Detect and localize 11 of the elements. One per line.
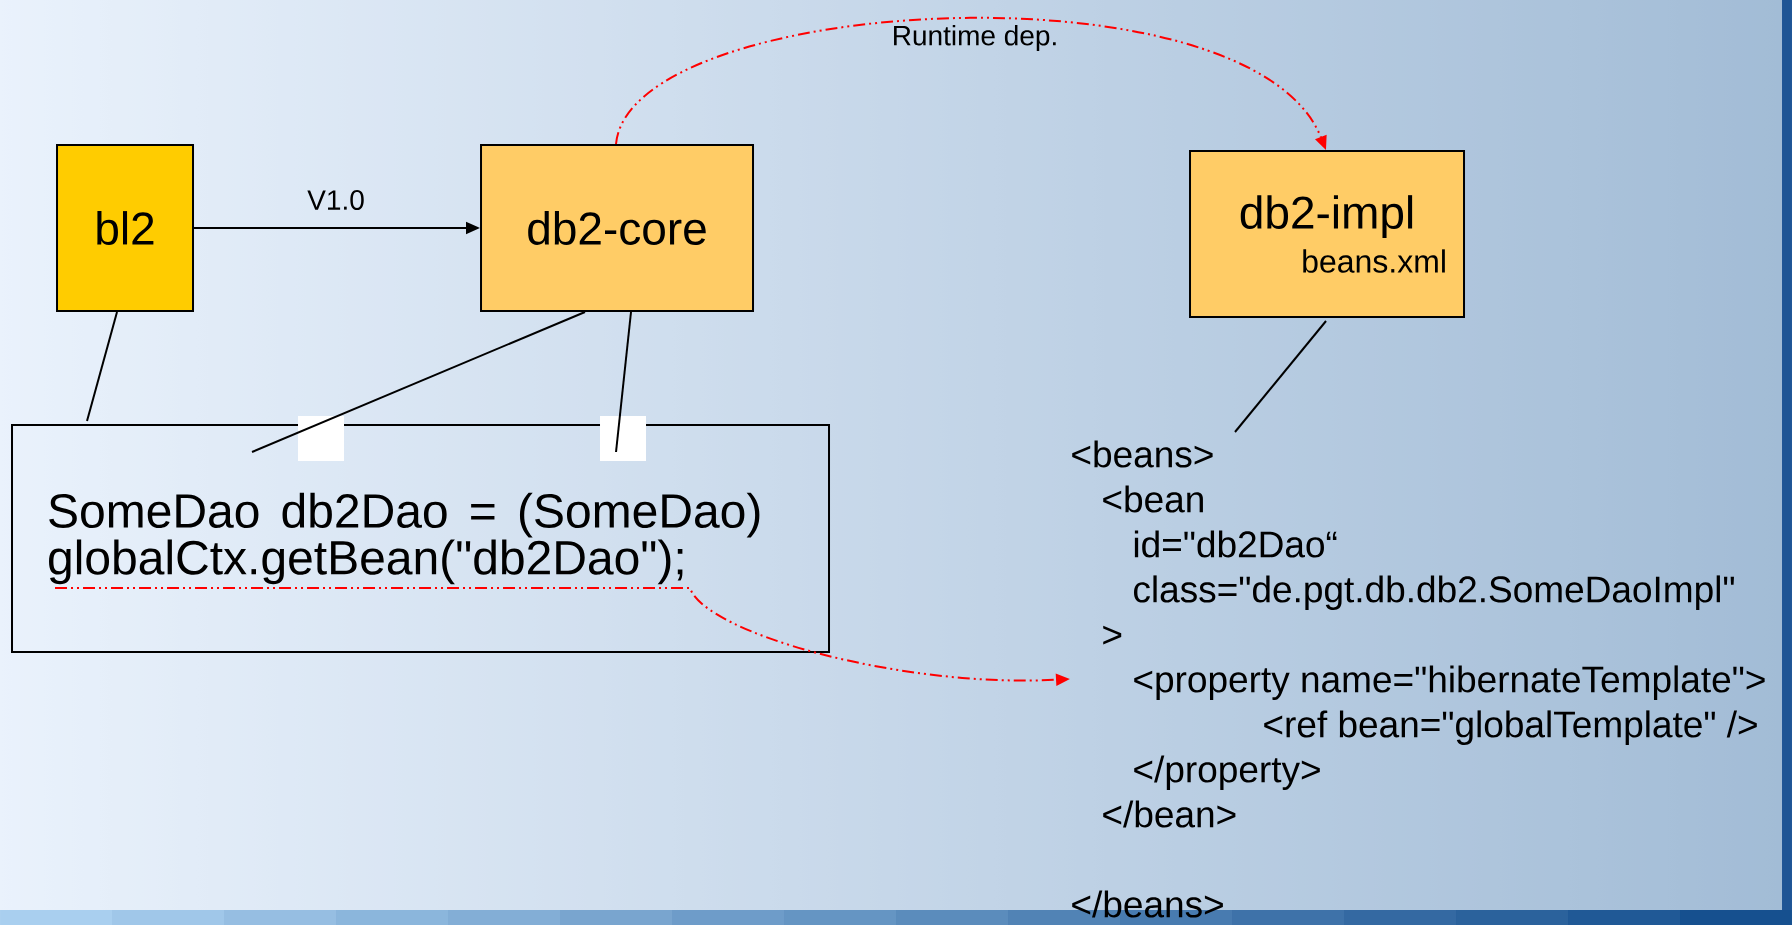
connector-line [1234, 320, 1327, 433]
connector-line [615, 311, 632, 453]
edge-label: Runtime dep. [894, 24, 1056, 52]
connector-line [86, 311, 118, 422]
xml-code-text: <beans> <bean id="db2Dao“ class="de.pgt.db.db2.SomeDaoImpl" > <property name="hibernateTemplate"> <ref bean="globalTemplate" /> </property> </bean> </beans> [1072, 440, 1765, 918]
component-box: db2-impl beans.xml [1189, 150, 1465, 318]
code-box: SomeDao db2Dao = (SomeDao) globalCtx.getBean("db2Dao"); [11, 424, 830, 653]
component-box: bl2 [56, 144, 194, 312]
connector-line [251, 311, 586, 453]
component-box: db2-core [480, 144, 754, 312]
edge-label: V1.0 [307, 190, 364, 210]
